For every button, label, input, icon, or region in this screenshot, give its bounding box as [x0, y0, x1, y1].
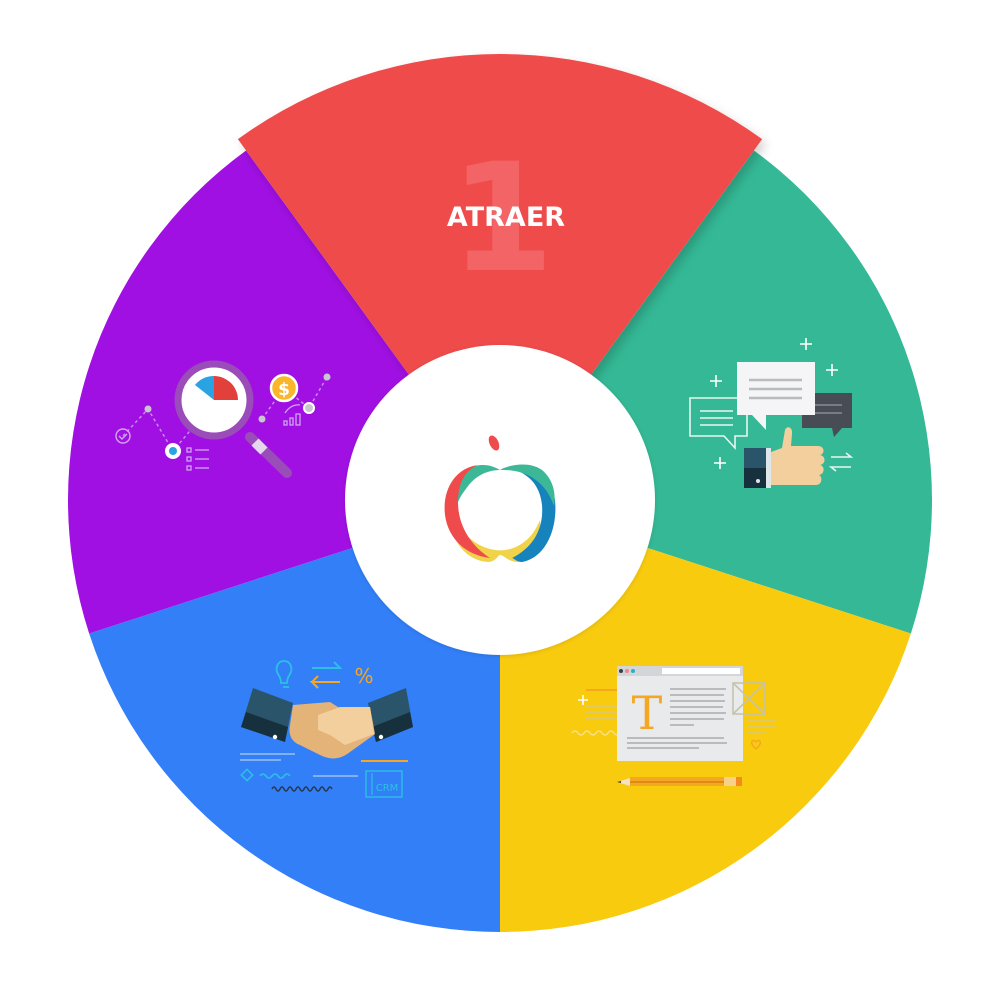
chat-bubbles-thumbs-up-icon	[689, 338, 854, 488]
apple-logo-icon[interactable]	[444, 434, 556, 562]
web-page-text-editor-icon: T	[571, 666, 776, 786]
segment-number: 1	[450, 132, 554, 306]
segment-attract[interactable]	[237, 54, 763, 501]
dollar-sign: $	[278, 380, 290, 400]
handshake-crm-icon: % CRM	[240, 660, 413, 798]
editor-letter: T	[632, 686, 663, 740]
segment-label-attract: ATRAER	[447, 202, 565, 233]
percent-sign: %	[354, 664, 373, 688]
magnifier-analytics-icon: $	[115, 360, 331, 478]
crm-label: CRM	[376, 783, 399, 794]
